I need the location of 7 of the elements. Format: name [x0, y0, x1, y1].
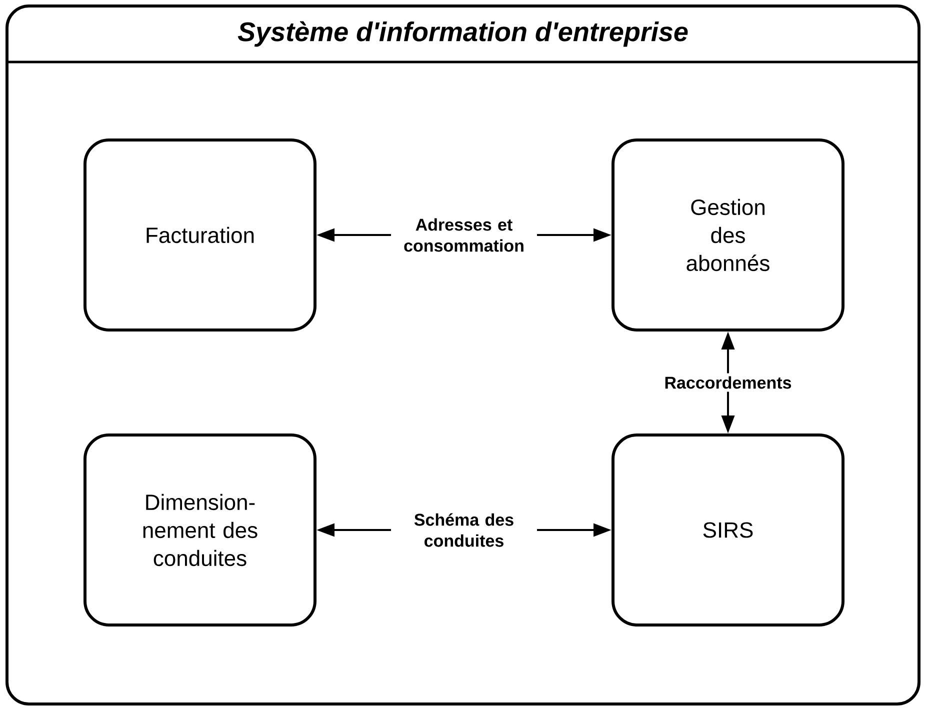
process-box: Dimension- nement des conduites — [84, 434, 316, 626]
edge-label: Schéma des conduites — [414, 513, 514, 547]
edge-label: Adresses et consommation — [404, 218, 524, 252]
process-box: Facturation — [84, 138, 316, 332]
edge-label: Raccordements — [665, 376, 792, 389]
process-box: Gestion des abonnés — [612, 138, 844, 332]
process-box: SIRS — [612, 434, 844, 626]
